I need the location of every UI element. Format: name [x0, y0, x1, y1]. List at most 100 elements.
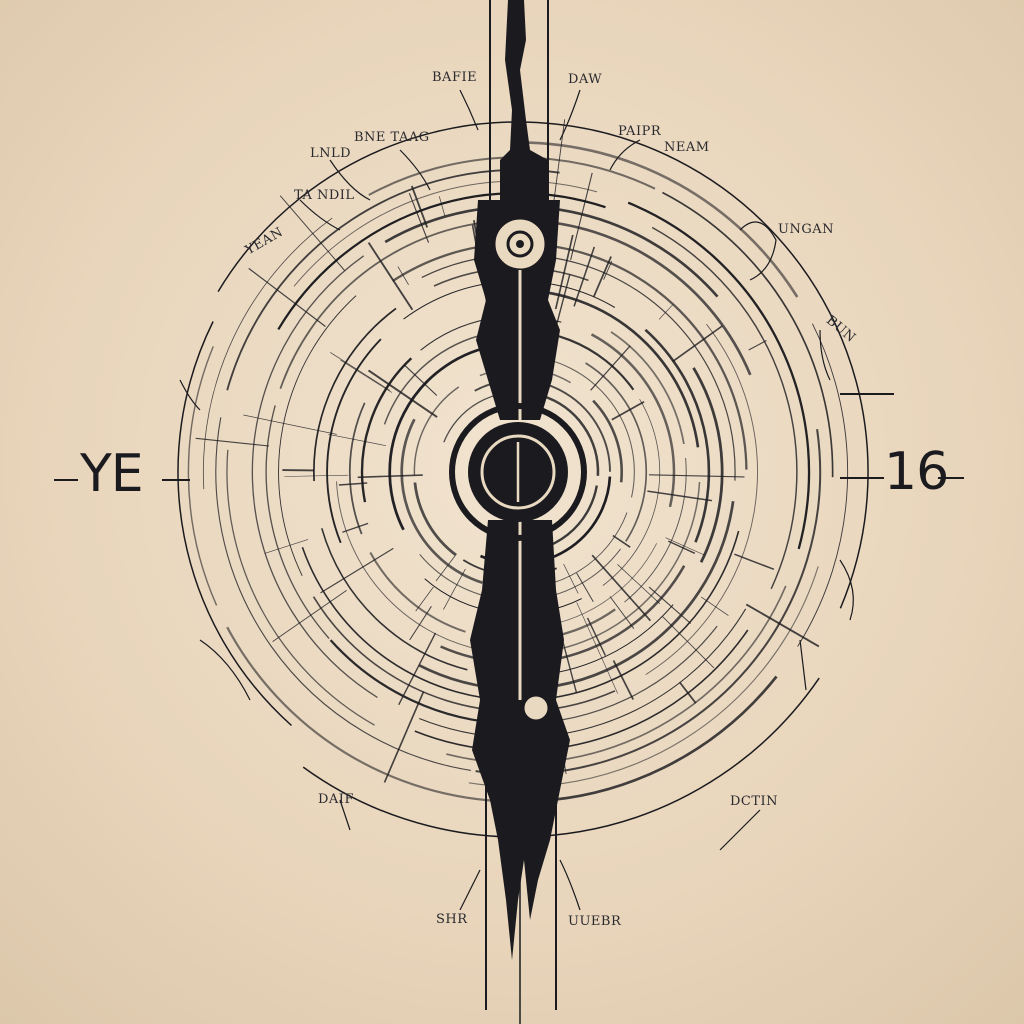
spoke-line — [410, 185, 429, 228]
ring-arc — [541, 394, 600, 476]
spoke-line — [367, 242, 414, 311]
ring-arc — [383, 334, 481, 425]
ring-arc — [226, 449, 375, 726]
ring-arc — [590, 333, 676, 508]
outer-arc — [217, 121, 869, 609]
spoke-line — [342, 522, 369, 533]
ring-arc — [592, 399, 623, 483]
ring-arc — [662, 191, 834, 478]
ring-arc — [610, 331, 685, 445]
ring-arc — [265, 405, 330, 639]
spoke-line — [612, 660, 634, 700]
leader-line — [799, 639, 807, 691]
annotation-top-4: NEAM — [664, 140, 710, 155]
ring-arc — [360, 357, 413, 503]
ring-arc — [624, 457, 687, 603]
leader-line — [609, 139, 641, 171]
leader-line — [559, 89, 581, 141]
spoke-line — [409, 606, 432, 641]
ring-arc — [602, 398, 661, 586]
spoke-line — [701, 596, 729, 616]
spoke-line — [338, 482, 368, 486]
spoke-line — [435, 555, 456, 582]
spoke-line — [734, 553, 775, 571]
spoke-line — [340, 359, 393, 393]
annotation-bottom-1: DAIF — [318, 792, 354, 807]
spoke-line — [563, 563, 579, 594]
concentric-rings — [177, 121, 869, 838]
ring-arc — [187, 346, 218, 606]
ring-arc — [202, 217, 333, 490]
ring-arc — [651, 226, 798, 590]
spoke-line — [403, 364, 438, 396]
ring-arc — [251, 255, 378, 698]
leader-line — [339, 799, 351, 831]
spoke-line — [603, 261, 613, 280]
spoke-line — [279, 195, 345, 271]
spoke-line — [320, 547, 394, 594]
annotation-bottom-4: UUEBR — [568, 914, 622, 929]
spoke-line — [662, 616, 715, 669]
left-label: YE — [80, 444, 144, 504]
ring-arc — [413, 482, 457, 557]
spoke-line — [357, 474, 423, 479]
spoke-line — [415, 586, 434, 612]
ring-arc — [226, 626, 510, 803]
ring-arc — [413, 386, 460, 476]
annotation-top-7: TA NDIL — [294, 188, 355, 203]
spoke-line — [367, 369, 438, 418]
leader-line — [839, 559, 854, 621]
spoke-line — [328, 433, 387, 447]
ring-arc — [313, 307, 397, 482]
outer-arc — [302, 677, 820, 838]
ring-arc — [414, 629, 749, 752]
ring-arc — [529, 481, 701, 655]
spoke-line — [398, 632, 437, 706]
annotation-right-1: UNGAN — [778, 222, 834, 237]
leader-line — [819, 329, 831, 381]
leader-line — [719, 809, 761, 851]
spoke-line — [408, 192, 430, 243]
spoke-line — [647, 490, 713, 502]
spoke-line — [612, 534, 631, 548]
leader-line — [399, 149, 431, 191]
ring-arc — [627, 201, 811, 550]
ring-arc — [321, 528, 468, 671]
annotation-top-1: BAFIE — [432, 70, 478, 85]
ring-arc — [392, 242, 748, 470]
ring-arc — [336, 481, 482, 651]
annotation-top-5: BNE TAAG — [354, 130, 430, 145]
spoke-line — [648, 474, 745, 478]
ring-arc — [279, 222, 479, 389]
ring-arc — [645, 323, 758, 676]
spoke-line — [576, 602, 618, 694]
ring-arc — [585, 362, 648, 542]
spoke-line — [195, 437, 270, 447]
spoke-line — [330, 352, 390, 391]
ring-arc — [692, 367, 724, 563]
ring-arc — [348, 402, 366, 535]
leader-line — [559, 859, 581, 911]
ring-arc — [388, 343, 499, 531]
spoke-line — [658, 304, 674, 320]
spoke-line — [665, 537, 705, 556]
horizontal-axis — [54, 393, 964, 481]
spoke-line — [284, 474, 349, 477]
spoke-line — [248, 267, 326, 327]
spoke-line — [593, 256, 612, 297]
ring-arc — [278, 295, 357, 576]
spoke-line — [443, 568, 466, 610]
leader-line — [739, 221, 777, 281]
spoke-line — [570, 172, 593, 261]
spoke-line — [671, 325, 723, 363]
leader-line — [179, 379, 201, 411]
ring-arc — [525, 218, 752, 376]
spoke-line — [272, 590, 347, 642]
leader-line — [459, 869, 481, 911]
annotation-top-3: PAIPR — [618, 124, 662, 139]
ring-arc — [293, 180, 598, 287]
outer-arc — [177, 321, 293, 727]
annotation-bottom-2: DCTIN — [730, 794, 779, 809]
